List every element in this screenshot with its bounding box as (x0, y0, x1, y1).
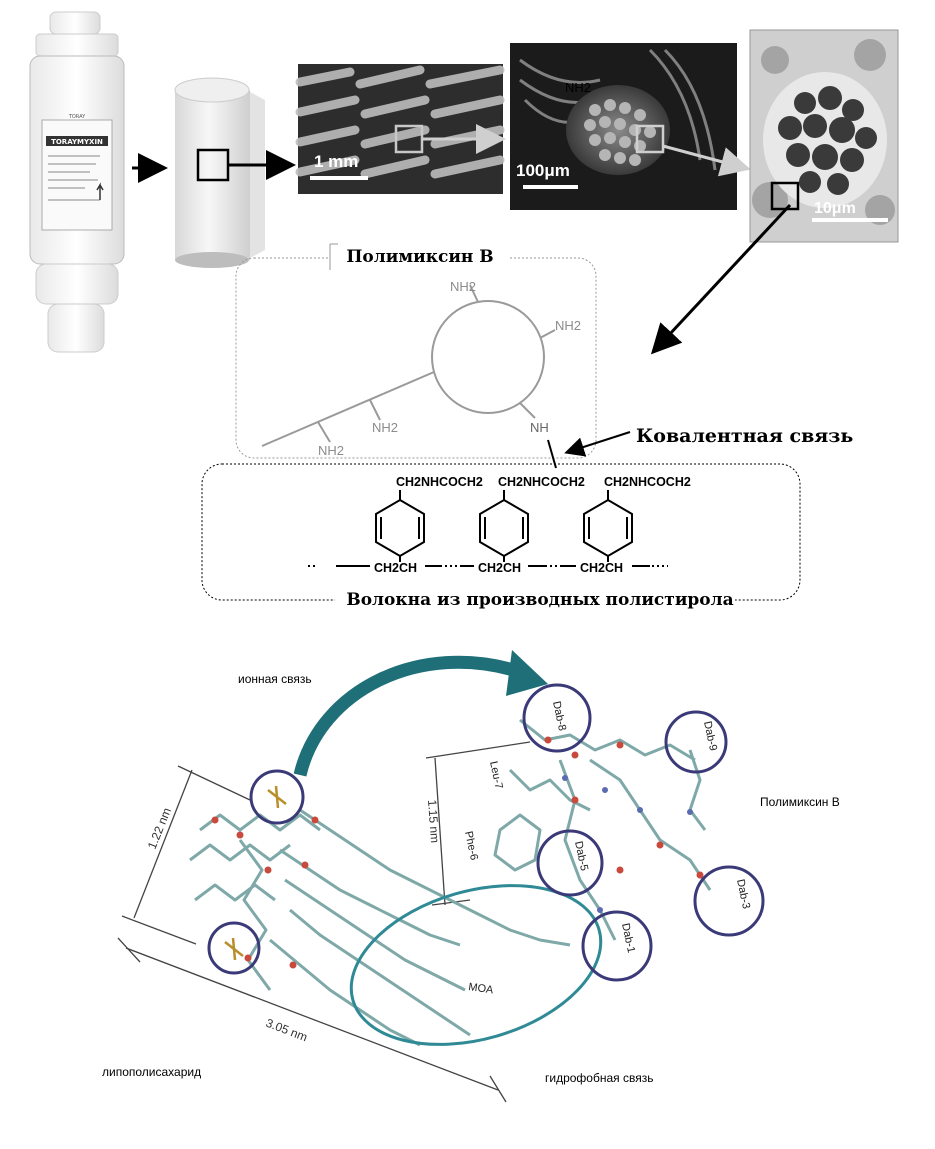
polystyrene-box: CH2NHCOCH2 CH2NHCOCH2 CH2NHCOCH2 CH2CH C… (201, 463, 801, 614)
hydrophobic-label: гидрофобная связь (545, 1071, 653, 1085)
nh2-right: NH2 (555, 318, 581, 333)
dim-115: 1.15 nm (425, 799, 442, 843)
formula-top-3: CH2NHCOCH2 (604, 475, 691, 489)
sem-nh2-label: NH2 (565, 80, 591, 95)
residue-dab9: Dab-9 (701, 720, 719, 752)
formula-bottom-1: CH2CH (374, 561, 417, 575)
scale-10um: 10μm (814, 200, 856, 217)
nh-label: NH (530, 420, 549, 435)
binding-site-circles (207, 683, 765, 982)
cartridge-brand: TORAY (68, 114, 86, 120)
scale-1mm: 1 mm (314, 152, 358, 171)
covalent-arrow (564, 431, 631, 457)
scale-100um: 100μm (516, 161, 570, 180)
toraymyxin-cartridge: TORAY TORAYMYXIN (29, 11, 125, 353)
residue-dab8: Dab-8 (550, 700, 568, 732)
fiber-bundle-micrograph: 100μm NH2 (510, 43, 737, 210)
residue-dab1: Dab-1 (619, 922, 637, 954)
ionic-arrowhead (506, 650, 548, 696)
residue-phe6: Phe-6 (462, 830, 480, 861)
residue-moa: MOA (468, 981, 495, 996)
formula-bottom-2: CH2CH (478, 561, 521, 575)
covalent-bond-line (547, 439, 557, 469)
residue-leu7: Leu-7 (487, 760, 505, 790)
hydrophobic-ellipse (349, 884, 603, 1046)
ionic-arrow (293, 655, 522, 777)
nh2-top: NH2 (450, 279, 476, 294)
fiber-title: Волокна из производных полистирола (346, 590, 733, 610)
formula-top-2: CH2NHCOCH2 (498, 475, 585, 489)
polymyxin-box: Полимиксин В NH2 NH2 NH NH2 NH2 (235, 238, 597, 459)
woven-fabric-micrograph: 1 mm (295, 64, 505, 194)
dim-305: 3.05 nm (264, 1016, 310, 1045)
polymyxin-label: Полимиксин В (760, 795, 840, 809)
formula-bottom-3: CH2CH (580, 561, 623, 575)
fiber-cylinder (174, 77, 265, 268)
arrow-to-chemistry (650, 203, 792, 355)
cartridge-label: TORAYMYXIN (51, 138, 103, 146)
formula-top-1: CH2NHCOCH2 (396, 475, 483, 489)
cross-section-micrograph: 10μm (749, 29, 899, 243)
arrow-to-cross-section (662, 144, 751, 177)
molecular-model (189, 718, 712, 1047)
phosphate-groups (224, 785, 287, 961)
residue-dab3: Dab-3 (734, 878, 752, 910)
dimension-lines (117, 741, 531, 1103)
ionic-label: ионная связь (238, 672, 312, 686)
lps-label: липополисахарид (102, 1065, 201, 1079)
covalent-label: Ковалентная связь (636, 425, 853, 447)
nh2-chain-low: NH2 (318, 443, 344, 458)
polymyxin-title: Полимиксин В (346, 247, 493, 267)
nh2-chain-mid: NH2 (372, 420, 398, 435)
